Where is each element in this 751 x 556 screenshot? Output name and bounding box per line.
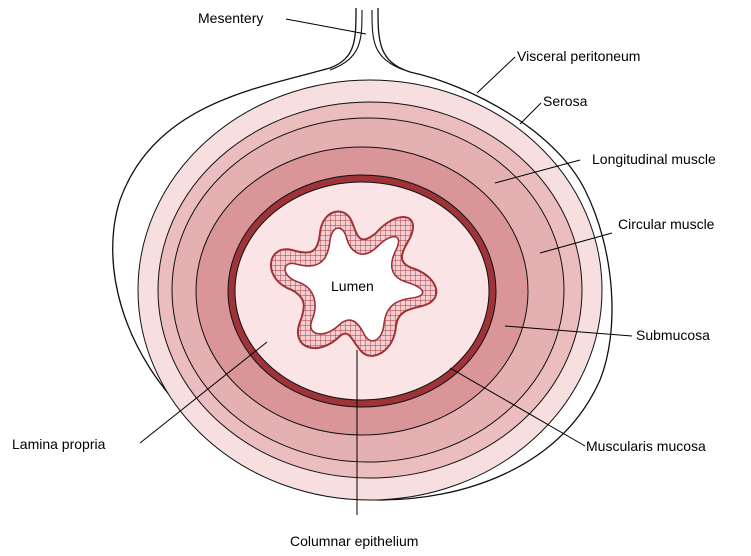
mesentery-label: Mesentery xyxy=(198,10,263,26)
muscularis-mucosa-label: Muscularis mucosa xyxy=(586,438,706,454)
circular-muscle-label: Circular muscle xyxy=(618,216,715,232)
lumen-label: Lumen xyxy=(331,278,374,294)
submucosa-label: Submucosa xyxy=(636,327,710,343)
visceral-peritoneum-label: Visceral peritoneum xyxy=(517,48,640,64)
visceral-peritoneum-leader xyxy=(477,57,515,93)
longitudinal-muscle-label: Longitudinal muscle xyxy=(592,151,716,167)
serosa-leader xyxy=(520,103,541,124)
serosa-label: Serosa xyxy=(543,93,588,109)
columnar-epithelium-label: Columnar epithelium xyxy=(290,533,418,549)
mesentery-leader xyxy=(286,19,366,34)
lamina-propria-label: Lamina propria xyxy=(12,436,106,452)
